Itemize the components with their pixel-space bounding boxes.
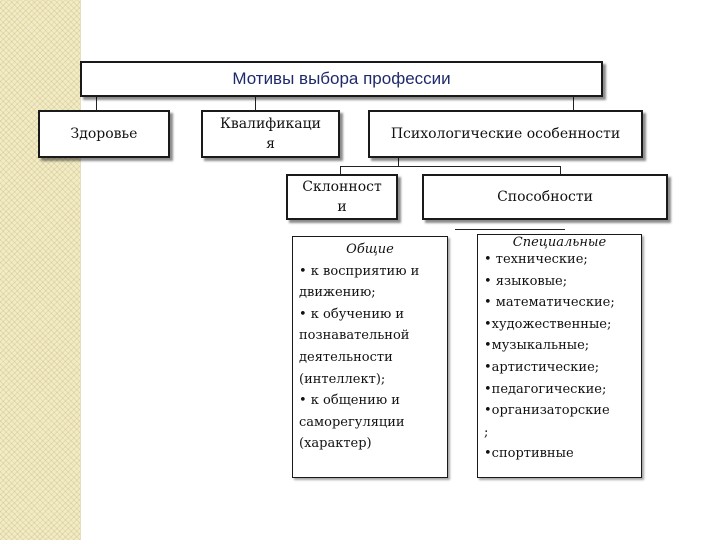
general-abilities-box: Общие • к восприятию и движению; • к обу…: [292, 236, 448, 478]
slide-area: [80, 0, 720, 540]
connector-title-left-stub: [96, 97, 97, 110]
node-psychological: Психологические особенности: [368, 110, 643, 158]
list-item: • технические;: [484, 252, 588, 267]
connector-title-middle-stub: [255, 97, 256, 110]
list-item: •артистические;: [484, 359, 600, 375]
node-abilities: Способности: [422, 174, 668, 220]
list-item: • к обучению и познавательной деятельнос…: [299, 306, 410, 387]
node-inclinations-label: Склонност и: [302, 179, 382, 215]
list-item: •педагогические;: [484, 381, 607, 397]
list-item: • к общению и саморегуляции (характер): [299, 393, 405, 452]
list-item: •художественные;: [484, 316, 612, 332]
node-psychological-label: Психологические особенности: [390, 126, 621, 142]
connector-inclinations-stub: [340, 166, 341, 174]
list-item: • к восприятию и движению;: [299, 263, 420, 301]
list-item: •музыкальные;: [484, 338, 590, 354]
connector-psych-stub: [398, 158, 399, 166]
connector-abilities-stub: [560, 166, 561, 174]
node-qualification: Квалификаци я: [201, 110, 340, 158]
node-qualification-label: Квалификаци я: [219, 116, 321, 152]
node-inclinations: Склонност и: [286, 174, 398, 220]
list-item: • языковые;: [484, 273, 568, 289]
diagram-title: Мотивы выбора профессии: [232, 69, 451, 88]
special-abilities-box: Специальные • технические; • языковые; •…: [477, 234, 642, 478]
general-abilities-heading: Общие: [346, 242, 394, 257]
node-health-label: Здоровье: [70, 126, 138, 142]
decorative-side-strip: [0, 0, 80, 540]
node-abilities-label: Способности: [497, 189, 593, 205]
list-item: •спортивные: [484, 446, 574, 462]
special-abilities-heading: Специальные: [512, 235, 607, 250]
connector-abilities-bottom: [455, 229, 565, 230]
list-item: •организаторские ;: [484, 403, 610, 440]
connector-psych-horizontal: [340, 166, 560, 167]
connector-title-right-stub: [573, 97, 574, 110]
list-item: • математические;: [484, 295, 615, 311]
diagram-title-box: Мотивы выбора профессии: [80, 61, 603, 97]
node-health: Здоровье: [38, 110, 170, 158]
